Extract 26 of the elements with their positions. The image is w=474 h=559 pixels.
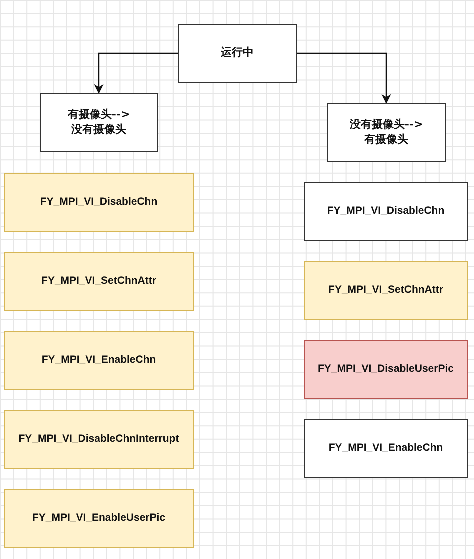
function-box (4, 331, 194, 390)
arrow (94, 52, 178, 94)
function-box (304, 419, 468, 478)
box-label: FY_MPI_VI_SetChnAttr (42, 274, 156, 288)
function-box (304, 182, 468, 241)
box-label: FY_MPI_VI_SetChnAttr (328, 284, 444, 298)
box-label: FY_MPI_VI_EnableUserPic (32, 512, 166, 526)
box-label: FY_MPI_VI_DisableChnInterrupt (18, 432, 180, 446)
box-label: 有摄像头--> 没有摄像头 (66, 108, 132, 137)
function-box (4, 489, 194, 548)
state-box (178, 24, 297, 83)
function-box (4, 410, 194, 469)
state-box (327, 103, 446, 162)
box-label: 运行中 (221, 46, 254, 61)
function-box (4, 252, 194, 311)
box-label: FY_MPI_VI_DisableChn (327, 204, 445, 218)
function-box (304, 340, 468, 399)
function-box (304, 261, 468, 320)
state-box (40, 93, 158, 152)
box-label: FY_MPI_VI_EnableChn (328, 442, 444, 456)
function-box (4, 173, 194, 232)
arrow (297, 52, 392, 104)
box-label: FY_MPI_VI_DisableUserPic (318, 362, 454, 376)
box-label: FY_MPI_VI_DisableChn (40, 196, 158, 210)
box-label: FY_MPI_VI_EnableChn (42, 354, 156, 368)
box-label: 没有摄像头--> 有摄像头 (348, 118, 424, 147)
